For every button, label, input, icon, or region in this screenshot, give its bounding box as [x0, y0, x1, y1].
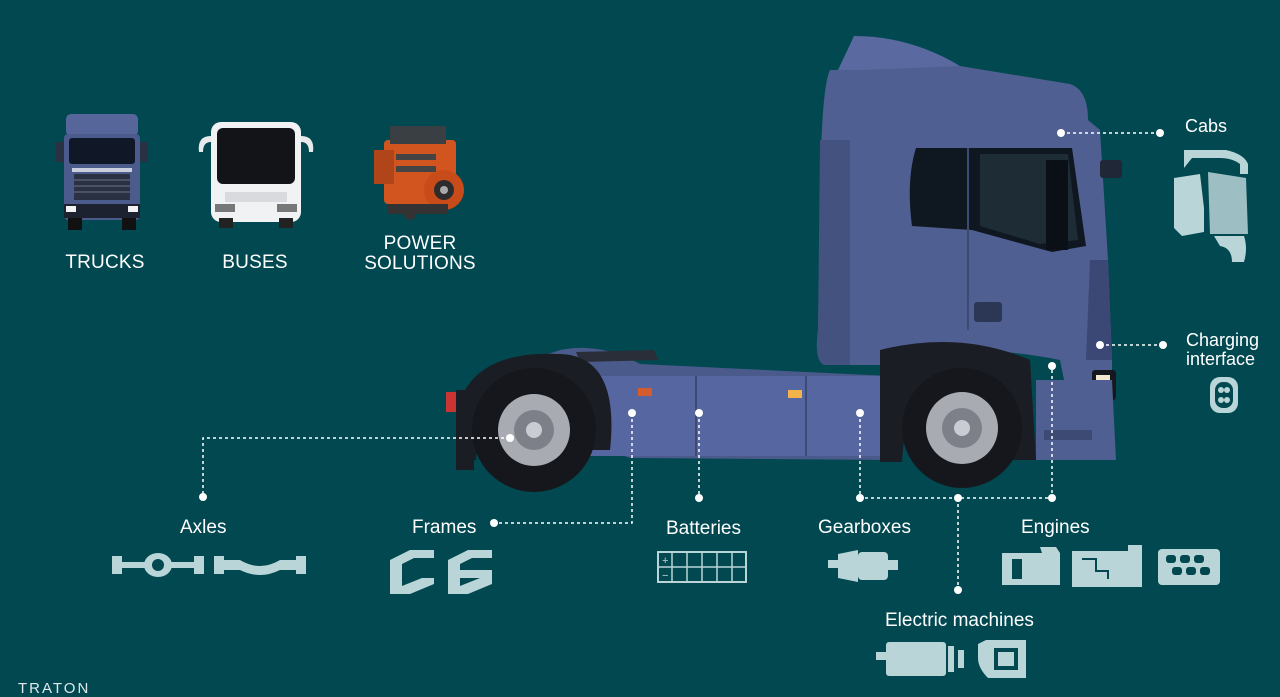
category-power-solutions-label[interactable]: POWER SOLUTIONS [350, 234, 490, 274]
battery-pack-icon: + − [657, 551, 747, 583]
power-solutions-line2: SOLUTIONS [364, 253, 476, 274]
engine-thumbnail [374, 126, 464, 220]
gearboxes-label: Gearboxes [818, 517, 911, 538]
gearbox-icon [828, 550, 898, 582]
truck-thumbnail [56, 114, 148, 230]
batteries-label: Batteries [666, 518, 741, 539]
cabs-label: Cabs [1185, 116, 1228, 136]
charging-line1: Charging [1186, 330, 1260, 350]
electric-machines-label: Electric machines [885, 610, 1034, 631]
axle-icon [112, 553, 306, 577]
svg-text:+: + [662, 555, 668, 567]
category-trucks-label[interactable]: TRUCKS [65, 252, 145, 273]
svg-text:−: − [662, 570, 668, 582]
engines-label: Engines [1021, 517, 1090, 538]
category-buses-label[interactable]: BUSES [222, 252, 288, 273]
electric-machine-icons [876, 640, 1026, 678]
axles-label: Axles [180, 517, 227, 538]
cab-icon [1174, 150, 1248, 262]
charging-plug-icon [1210, 377, 1238, 413]
frame-rail-icon [390, 550, 492, 594]
charging-line2: interface [1186, 349, 1256, 369]
power-solutions-line1: POWER [383, 233, 457, 254]
frames-label: Frames [412, 517, 477, 538]
charging-interface-label: Charging interface [1186, 331, 1259, 369]
footer-brand: TRATON [18, 680, 91, 697]
bus-thumbnail [198, 122, 314, 228]
engine-icons [1002, 545, 1220, 587]
truck-tractor-image [446, 36, 1122, 492]
